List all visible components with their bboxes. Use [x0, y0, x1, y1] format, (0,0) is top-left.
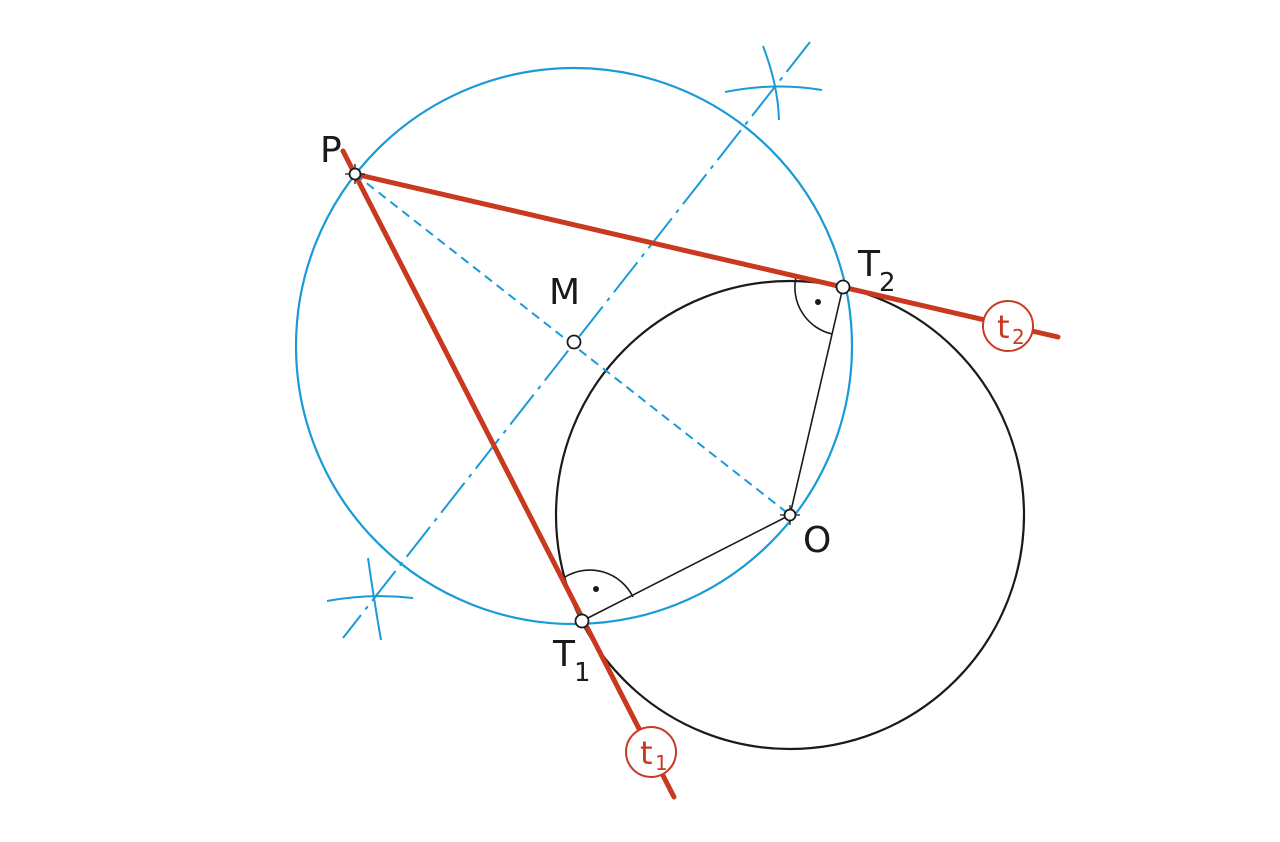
- given-circle: [554, 279, 1026, 751]
- label-O: O: [803, 520, 831, 561]
- label-T2-subscript: 2: [879, 268, 896, 298]
- perpendicular-bisector: [342, 41, 811, 639]
- point-T1-marker: [574, 613, 590, 629]
- point-O-marker: [780, 505, 800, 525]
- right-angle-arc-T2: [794, 276, 833, 335]
- right-angle-dot-T1: [593, 586, 599, 592]
- point-T2-marker: [835, 279, 851, 295]
- right-angle-arc-T1: [564, 569, 634, 598]
- radius-OT2: [789, 286, 844, 516]
- thales-circle: [294, 66, 854, 626]
- badge-t1: t 1: [625, 726, 677, 778]
- radius-OT1: [581, 514, 791, 622]
- construction-arc-lower-2: [326, 595, 414, 602]
- label-P: P: [320, 130, 342, 171]
- construction-arc-upper-1: [762, 45, 780, 121]
- construction-arc-upper-2: [724, 85, 823, 93]
- label-T2: T: [857, 244, 881, 285]
- label-T1: T: [552, 634, 576, 675]
- point-P-marker: [345, 164, 365, 184]
- badge-t2-letter: t: [997, 308, 1010, 346]
- badge-t1-subscript: 1: [655, 751, 668, 775]
- right-angle-dot-T2: [815, 299, 821, 305]
- badge-t2: t 2: [982, 300, 1034, 352]
- label-M: M: [549, 272, 580, 313]
- badge-t2-subscript: 2: [1012, 325, 1025, 349]
- tangent-line-t1: [340, 148, 677, 800]
- badge-t1-letter: t: [640, 734, 653, 772]
- label-T1-subscript: 1: [574, 658, 591, 688]
- construction-arc-lower-1: [367, 557, 382, 641]
- tangent-line-t2: [352, 171, 1061, 340]
- point-M-marker: [566, 334, 582, 350]
